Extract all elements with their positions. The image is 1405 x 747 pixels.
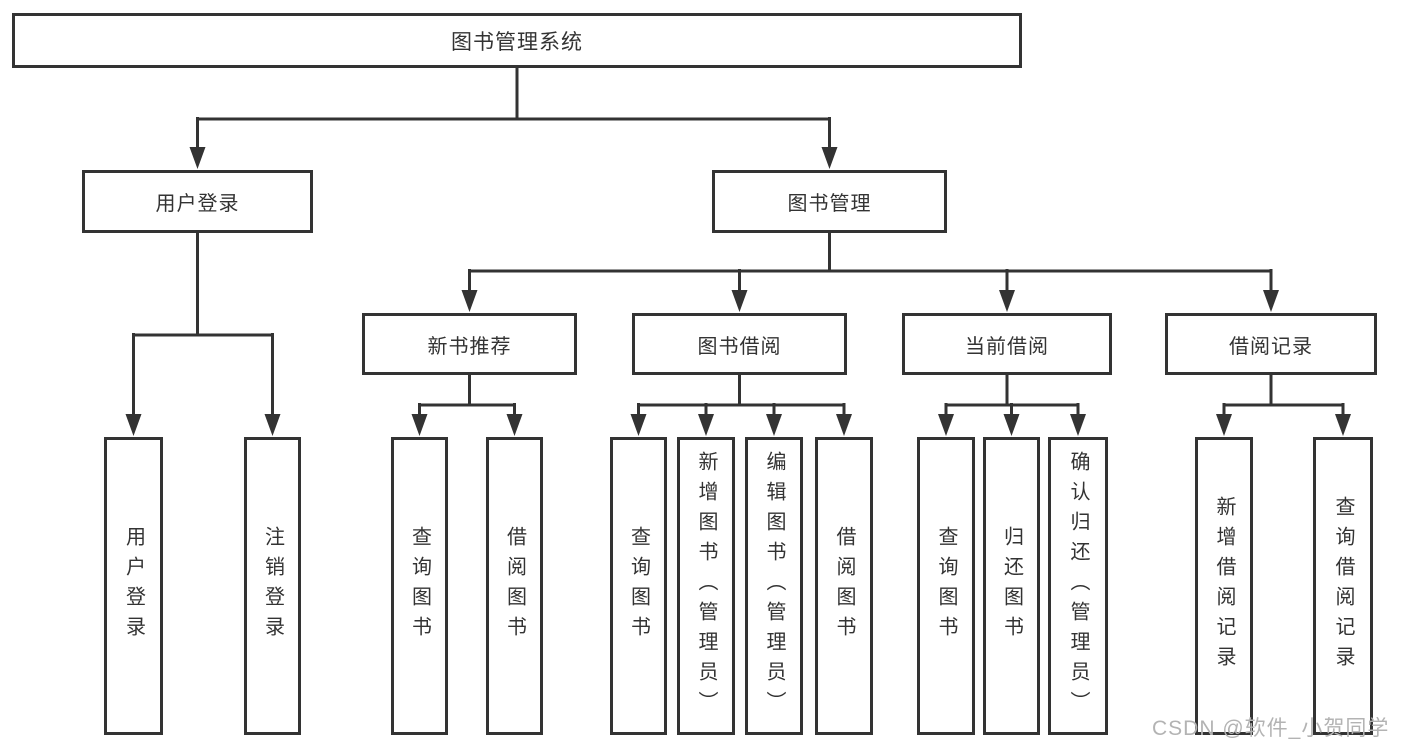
node-current-borrowing: 当前借阅 [902,313,1112,375]
leaf-current-query-books: 查询图书 [917,437,975,735]
node-new-book-recommendation: 新书推荐 [362,313,577,375]
leaf-recommend-borrow-books: 借阅图书 [486,437,543,735]
leaf-user-login-label: 用户登录 [122,526,145,646]
leaf-borrowing-edit-books-admin: 编辑图书（管理员） [745,437,803,735]
node-library-management-system: 图书管理系统 [12,13,1022,68]
node-book-borrowing: 图书借阅 [632,313,847,375]
leaf-borrowing-edit-books-admin-label: 编辑图书（管理员） [763,451,785,721]
leaf-records-query-borrow-record: 查询借阅记录 [1313,437,1373,735]
csdn-watermark: CSDN @软件_小贺同学 [1152,717,1390,740]
leaf-borrowing-borrow-books-label: 借阅图书 [833,526,855,646]
leaf-borrowing-add-books-admin-label: 新增图书（管理员） [695,451,717,721]
leaf-borrowing-borrow-books: 借阅图书 [815,437,873,735]
node-borrowing-records: 借阅记录 [1165,313,1377,375]
leaf-logout-label: 注销登录 [261,526,284,646]
leaf-borrowing-query-books: 查询图书 [610,437,667,735]
arrowhead-icons [125,147,1351,436]
leaf-records-add-borrow-record-label: 新增借阅记录 [1213,496,1235,676]
leaf-current-return-books: 归还图书 [983,437,1040,735]
leaf-logout: 注销登录 [244,437,301,735]
node-book-management: 图书管理 [712,170,947,233]
leaf-recommend-borrow-books-label: 借阅图书 [503,526,526,646]
leaf-user-login: 用户登录 [104,437,163,735]
leaf-current-confirm-return-admin: 确认归还（管理员） [1048,437,1108,735]
leaf-recommend-query-books-label: 查询图书 [408,526,431,646]
node-user-login: 用户登录 [82,170,313,233]
leaf-records-query-borrow-record-label: 查询借阅记录 [1332,496,1354,676]
leaf-recommend-query-books: 查询图书 [391,437,448,735]
leaf-current-query-books-label: 查询图书 [935,526,957,646]
leaf-current-confirm-return-admin-label: 确认归还（管理员） [1067,451,1089,721]
leaf-borrowing-add-books-admin: 新增图书（管理员） [677,437,735,735]
leaf-current-return-books-label: 归还图书 [1000,526,1023,646]
leaf-records-add-borrow-record: 新增借阅记录 [1195,437,1253,735]
leaf-borrowing-query-books-label: 查询图书 [627,526,650,646]
